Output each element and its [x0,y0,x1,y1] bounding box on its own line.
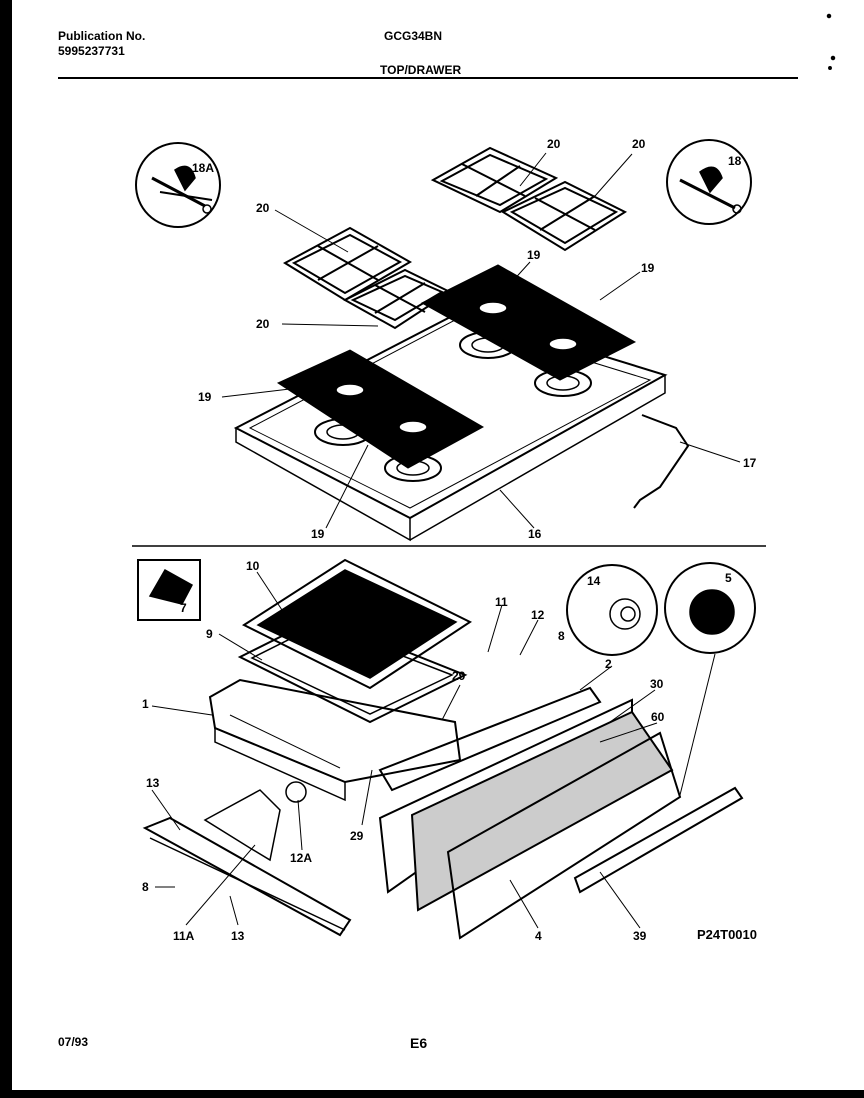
callout-8-top: 8 [558,629,565,643]
callout-13-bottom: 13 [231,929,245,943]
publication-number: 5995237731 [58,44,125,58]
callout-20-left: 20 [256,201,270,215]
scan-border-left [0,0,12,1098]
callout-20-mid: 20 [547,137,561,151]
detail-18-circle [666,139,752,225]
header-rule [58,77,798,79]
callout-14: 14 [587,574,601,588]
detail-14-circle [566,564,658,656]
callout-19-right: 19 [641,261,655,275]
callout-20-lower: 20 [256,317,270,331]
detail-7-box [137,559,201,621]
section-title: TOP/DRAWER [380,63,462,77]
callout-20-right: 20 [632,137,646,151]
scan-border-bottom [0,1090,864,1098]
callout-19-left: 19 [198,390,212,404]
broiler-pan [237,615,468,724]
callout-2: 2 [605,657,612,671]
grate-left [282,226,413,302]
drawer-panel [378,698,674,912]
cooktop-body [233,310,668,542]
drawer-front [446,731,682,940]
callout-18A: 18A [192,161,215,175]
footer-date: 07/93 [58,1035,89,1049]
callout-39: 39 [633,929,647,943]
callout-29-top: 29 [452,669,466,683]
grate-top-left [430,146,559,214]
callout-11A: 11A [173,929,195,943]
callout-1: 1 [142,697,149,711]
callout-18: 18 [728,154,742,168]
callout-10: 10 [246,559,260,573]
footer-page: E6 [410,1035,428,1051]
callout-4: 4 [535,929,542,943]
callout-17: 17 [743,456,757,470]
callout-8-bottom: 8 [142,880,149,894]
callout-7: 7 [180,601,187,615]
callout-13-top: 13 [146,776,160,790]
callout-5: 5 [725,571,732,585]
model-number: GCG34BN [384,29,443,43]
detail-5-circle [664,562,756,654]
callout-30: 30 [650,677,664,691]
callout-12: 12 [531,608,545,622]
callout-9: 9 [206,627,213,641]
drawer-body [208,678,462,802]
callout-12A: 12A [290,851,313,865]
callout-11: 11 [495,595,508,609]
publication-label: Publication No. [58,29,146,43]
detail-18A-circle [135,142,221,228]
callout-19-bottom: 19 [311,527,325,541]
callout-29-bottom: 29 [350,829,364,843]
callout-19-top: 19 [527,248,541,262]
callout-16: 16 [528,527,542,541]
callout-60: 60 [651,710,665,724]
diagram-code: P24T0010 [697,927,757,942]
left-rail [142,816,352,937]
grate-top-right [500,180,628,252]
